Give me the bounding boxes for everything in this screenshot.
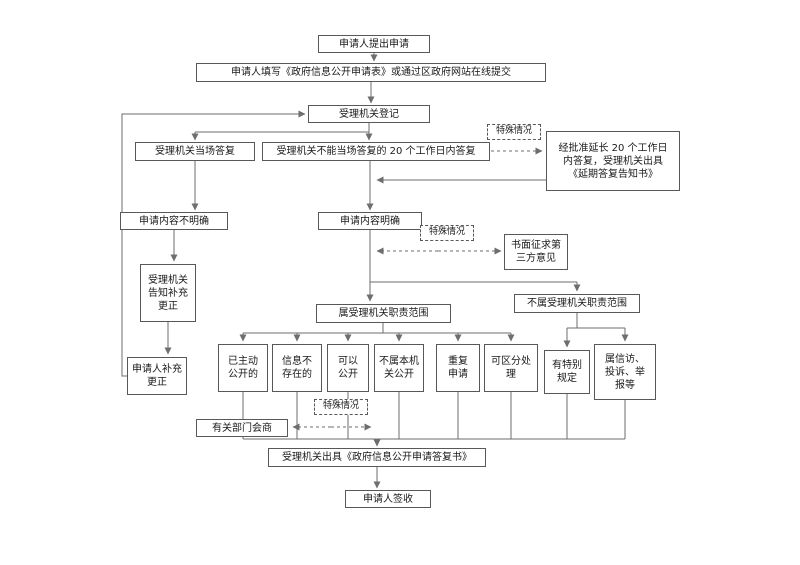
node-onsite-reply: 受理机关当场答复 <box>135 142 255 161</box>
node-applicant-sign: 申请人签收 <box>345 490 431 508</box>
node-notify-supplement-correction: 受理机关 告知补充 更正 <box>140 264 196 322</box>
node-extended-reply: 经批准延长 20 个工作日 内答复，受理机关出具 《延期答复告知书》 <box>546 131 680 191</box>
node-issue-reply-document: 受理机关出具《政府信息公开申请答复书》 <box>268 448 486 467</box>
node-special-case-third-party: 特殊情况 <box>420 225 474 241</box>
node-separable-processing: 可区分处 理 <box>484 344 538 392</box>
node-third-party-opinion: 书面征求第 三方意见 <box>504 234 568 270</box>
node-content-unclear: 申请内容不明确 <box>120 212 228 230</box>
node-repeat-application: 重复 申请 <box>436 344 480 392</box>
node-within-scope: 属受理机关职责范围 <box>316 304 451 323</box>
node-outside-scope: 不属受理机关职责范围 <box>514 294 640 313</box>
node-petition-complaint: 属信访、 投诉、举 报等 <box>594 344 656 400</box>
node-reply-within-20-days: 受理机关不能当场答复的 20 个工作日内答复 <box>262 142 490 161</box>
node-not-this-agency: 不属本机 关公开 <box>374 344 424 392</box>
node-content-clear: 申请内容明确 <box>318 212 422 230</box>
node-already-disclosed: 已主动 公开的 <box>218 344 268 392</box>
node-special-case-delay: 特殊情况 <box>487 124 541 140</box>
node-special-case-consultation: 特殊情况 <box>314 399 368 415</box>
node-special-provisions: 有特别 规定 <box>544 350 590 394</box>
node-can-disclose: 可以 公开 <box>327 344 369 392</box>
node-fill-form: 申请人填写《政府信息公开申请表》或通过区政府网站在线提交 <box>196 63 546 82</box>
node-department-consultation: 有关部门会商 <box>196 419 288 437</box>
node-registration: 受理机关登记 <box>308 105 430 123</box>
node-info-not-exist: 信息不 存在的 <box>272 344 322 392</box>
node-submit-application: 申请人提出申请 <box>318 35 430 53</box>
node-applicant-supplement-correction: 申请人补充 更正 <box>127 357 187 395</box>
